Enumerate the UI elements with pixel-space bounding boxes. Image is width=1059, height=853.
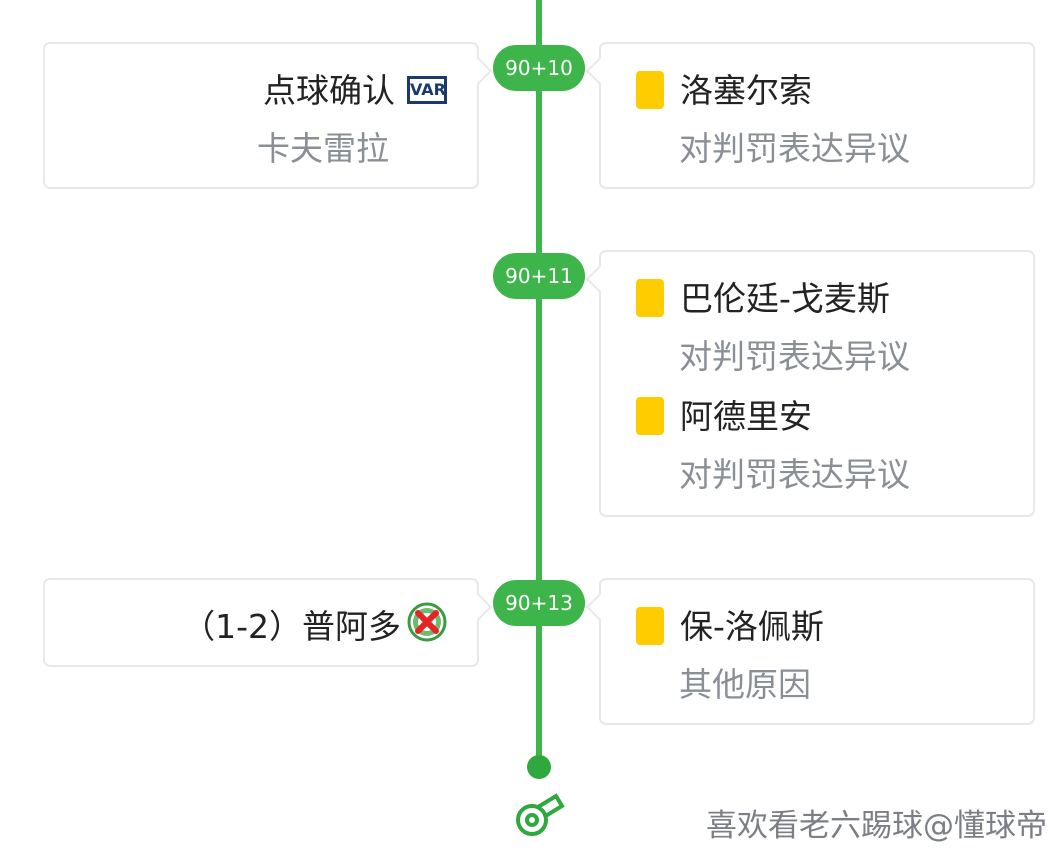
player-name: 阿德里安 bbox=[680, 397, 812, 436]
minute-badge: 90+13 bbox=[493, 580, 585, 626]
player-name: 巴伦廷-戈麦斯 bbox=[680, 279, 890, 318]
yellow-card-icon bbox=[636, 396, 664, 435]
card-reason: 对判罚表达异议 bbox=[679, 129, 910, 168]
event-card-away: 保-洛佩斯 其他原因 bbox=[599, 578, 1035, 725]
card-reason: 对判罚表达异议 bbox=[679, 337, 910, 376]
timeline-line bbox=[536, 0, 542, 768]
minute-badge: 90+10 bbox=[493, 45, 585, 91]
minute-badge: 90+11 bbox=[493, 253, 585, 299]
event-card-away: 巴伦廷-戈麦斯 对判罚表达异议 阿德里安 对判罚表达异议 bbox=[599, 250, 1035, 517]
yellow-card-icon bbox=[636, 278, 664, 317]
yellow-card-icon bbox=[636, 606, 664, 645]
yellow-card-icon bbox=[636, 70, 664, 109]
player-name: 保-洛佩斯 bbox=[680, 607, 824, 646]
player-name: 洛塞尔索 bbox=[680, 71, 812, 110]
event-card-home: （1-2）普阿多 bbox=[43, 578, 479, 667]
timeline-end-dot bbox=[527, 755, 551, 779]
var-icon: VAR bbox=[407, 75, 447, 104]
watermark: 喜欢看老六踢球@懂球帝 bbox=[706, 808, 1047, 844]
event-title: （1-2）普阿多 bbox=[182, 607, 401, 646]
event-player: 卡夫雷拉 bbox=[257, 129, 389, 168]
card-reason: 对判罚表达异议 bbox=[679, 455, 910, 494]
missed-penalty-icon bbox=[407, 602, 447, 650]
event-card-away: 洛塞尔索 对判罚表达异议 bbox=[599, 42, 1035, 189]
card-reason: 其他原因 bbox=[679, 665, 811, 704]
whistle-icon bbox=[512, 790, 566, 844]
